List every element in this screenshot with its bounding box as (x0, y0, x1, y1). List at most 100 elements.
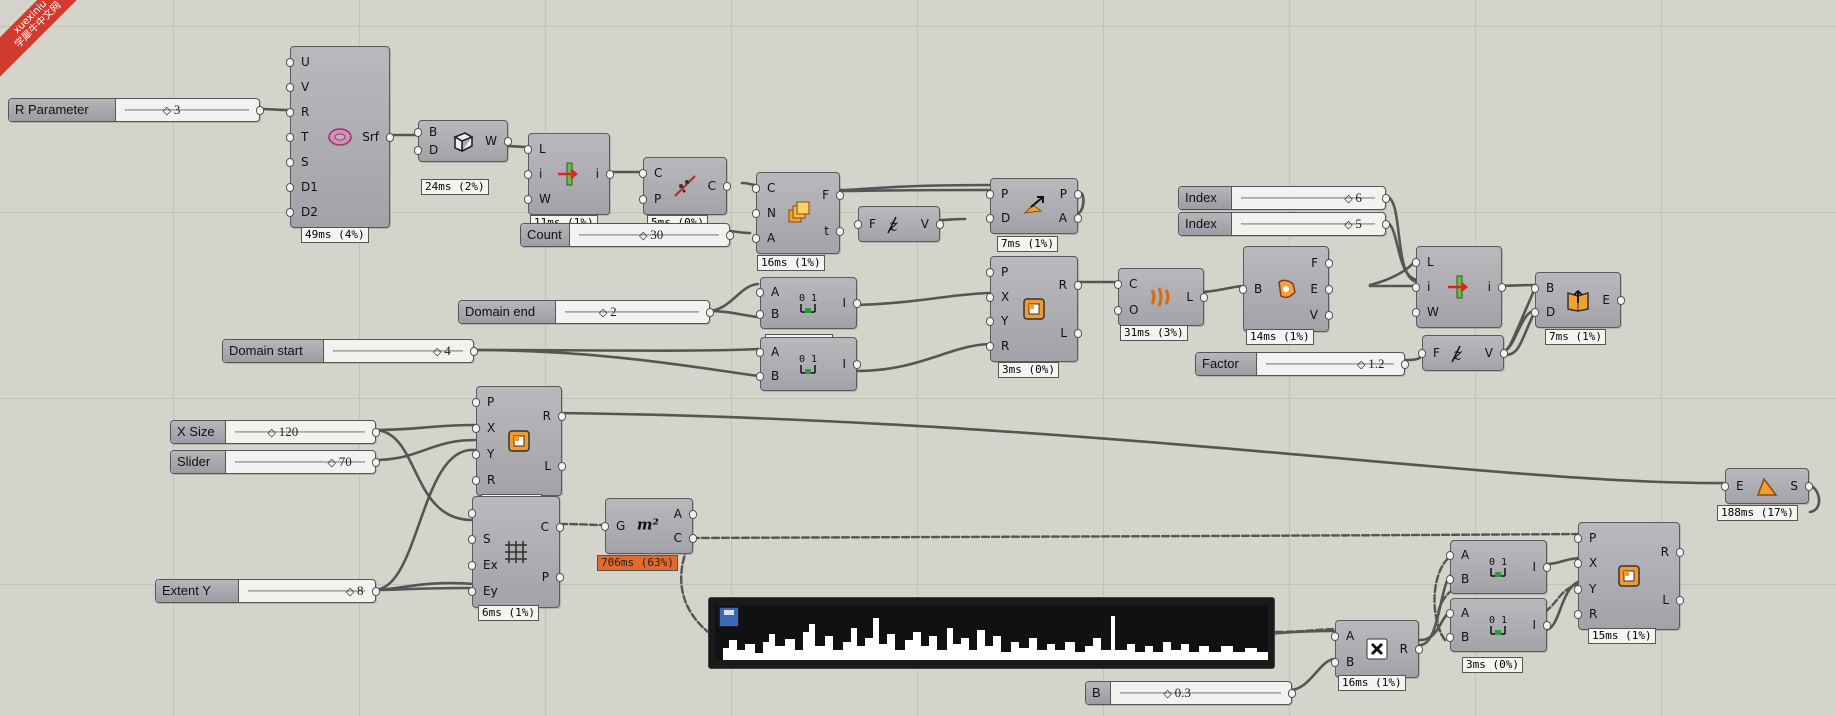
output-grip[interactable] (723, 182, 731, 191)
input-grip[interactable] (986, 214, 994, 224)
slider-handle-icon[interactable]: ◇ (1357, 359, 1369, 371)
slider-track[interactable] (565, 311, 699, 313)
input-grip[interactable] (986, 342, 994, 352)
output-grip[interactable] (470, 347, 478, 356)
slider-extent-y[interactable]: Extent Y◇ 8 (155, 579, 380, 603)
input-grip[interactable] (1446, 551, 1454, 561)
output-grip[interactable] (1382, 220, 1390, 229)
slider-track[interactable] (1120, 692, 1281, 694)
output-grip[interactable] (256, 106, 264, 115)
output-grip[interactable] (1498, 283, 1506, 292)
input-grip[interactable] (286, 158, 294, 167)
input-grip[interactable] (286, 108, 294, 117)
output-grip[interactable] (1543, 621, 1551, 630)
input-grip[interactable] (1446, 609, 1454, 619)
output-grip[interactable] (1617, 296, 1625, 305)
output-grip[interactable] (836, 190, 844, 200)
skyline-image-panel[interactable] (708, 597, 1275, 669)
slider-domain-start[interactable]: Domain start◇ 4 (222, 339, 478, 363)
input-grip[interactable] (756, 310, 764, 320)
input-grip[interactable] (472, 398, 480, 408)
output-grip[interactable] (1288, 689, 1296, 698)
input-grip[interactable] (986, 317, 994, 327)
input-grip[interactable] (1446, 574, 1454, 584)
input-grip[interactable] (414, 146, 422, 156)
slider-handle-icon[interactable]: ◇ (1344, 219, 1356, 231)
input-grip[interactable] (1412, 283, 1420, 292)
input-grip[interactable] (472, 449, 480, 459)
output-grip[interactable] (1382, 194, 1390, 203)
output-grip[interactable] (706, 308, 714, 317)
output-grip[interactable] (1415, 645, 1423, 654)
input-grip[interactable] (472, 475, 480, 485)
slider-domain-end[interactable]: Domain end◇ 2 (458, 300, 714, 324)
input-grip[interactable] (468, 587, 476, 597)
input-grip[interactable] (1114, 280, 1122, 290)
input-grip[interactable] (1331, 632, 1339, 642)
input-grip[interactable] (1574, 559, 1582, 569)
output-grip[interactable] (1401, 360, 1409, 369)
output-grip[interactable] (1676, 596, 1684, 606)
input-grip[interactable] (639, 169, 647, 179)
slider-factor[interactable]: Factor◇ 1.2 (1195, 352, 1409, 376)
input-grip[interactable] (468, 508, 476, 518)
output-grip[interactable] (504, 137, 512, 146)
output-grip[interactable] (853, 360, 861, 369)
slider-handle-icon[interactable]: ◇ (1163, 688, 1175, 700)
input-grip[interactable] (524, 145, 532, 154)
slider-handle-icon[interactable]: ◇ (639, 230, 651, 242)
input-grip[interactable] (286, 133, 294, 142)
input-grip[interactable] (1446, 632, 1454, 642)
input-grip[interactable] (1114, 305, 1122, 315)
slider-track[interactable] (333, 350, 463, 352)
input-grip[interactable] (1721, 482, 1729, 491)
output-grip[interactable] (606, 170, 614, 179)
input-grip[interactable] (756, 348, 764, 358)
slider-x-size[interactable]: X Size◇ 120 (170, 420, 380, 444)
input-grip[interactable] (414, 127, 422, 137)
slider-handle-icon[interactable]: ◇ (267, 427, 279, 439)
output-grip[interactable] (836, 227, 844, 237)
slider-handle-icon[interactable]: ◇ (327, 457, 339, 469)
input-grip[interactable] (286, 183, 294, 192)
output-grip[interactable] (556, 573, 564, 582)
input-grip[interactable] (986, 267, 994, 277)
output-grip[interactable] (726, 231, 734, 240)
slider-track[interactable] (1266, 363, 1394, 365)
input-grip[interactable] (1574, 609, 1582, 619)
output-grip[interactable] (558, 461, 566, 471)
slider-handle-icon[interactable]: ◇ (433, 346, 445, 358)
input-grip[interactable] (1239, 285, 1247, 294)
input-grip[interactable] (1412, 308, 1420, 317)
input-grip[interactable] (286, 208, 294, 217)
output-grip[interactable] (386, 133, 394, 142)
input-grip[interactable] (1412, 258, 1420, 267)
input-grip[interactable] (1331, 657, 1339, 667)
input-grip[interactable] (1418, 349, 1426, 358)
save-icon[interactable] (719, 607, 739, 627)
slider-track[interactable] (235, 461, 365, 463)
input-grip[interactable] (1574, 534, 1582, 544)
output-grip[interactable] (689, 509, 697, 519)
output-grip[interactable] (1074, 214, 1082, 224)
input-grip[interactable] (986, 189, 994, 199)
input-grip[interactable] (1574, 584, 1582, 594)
input-grip[interactable] (1531, 308, 1539, 318)
input-grip[interactable] (756, 287, 764, 297)
input-grip[interactable] (854, 220, 862, 229)
